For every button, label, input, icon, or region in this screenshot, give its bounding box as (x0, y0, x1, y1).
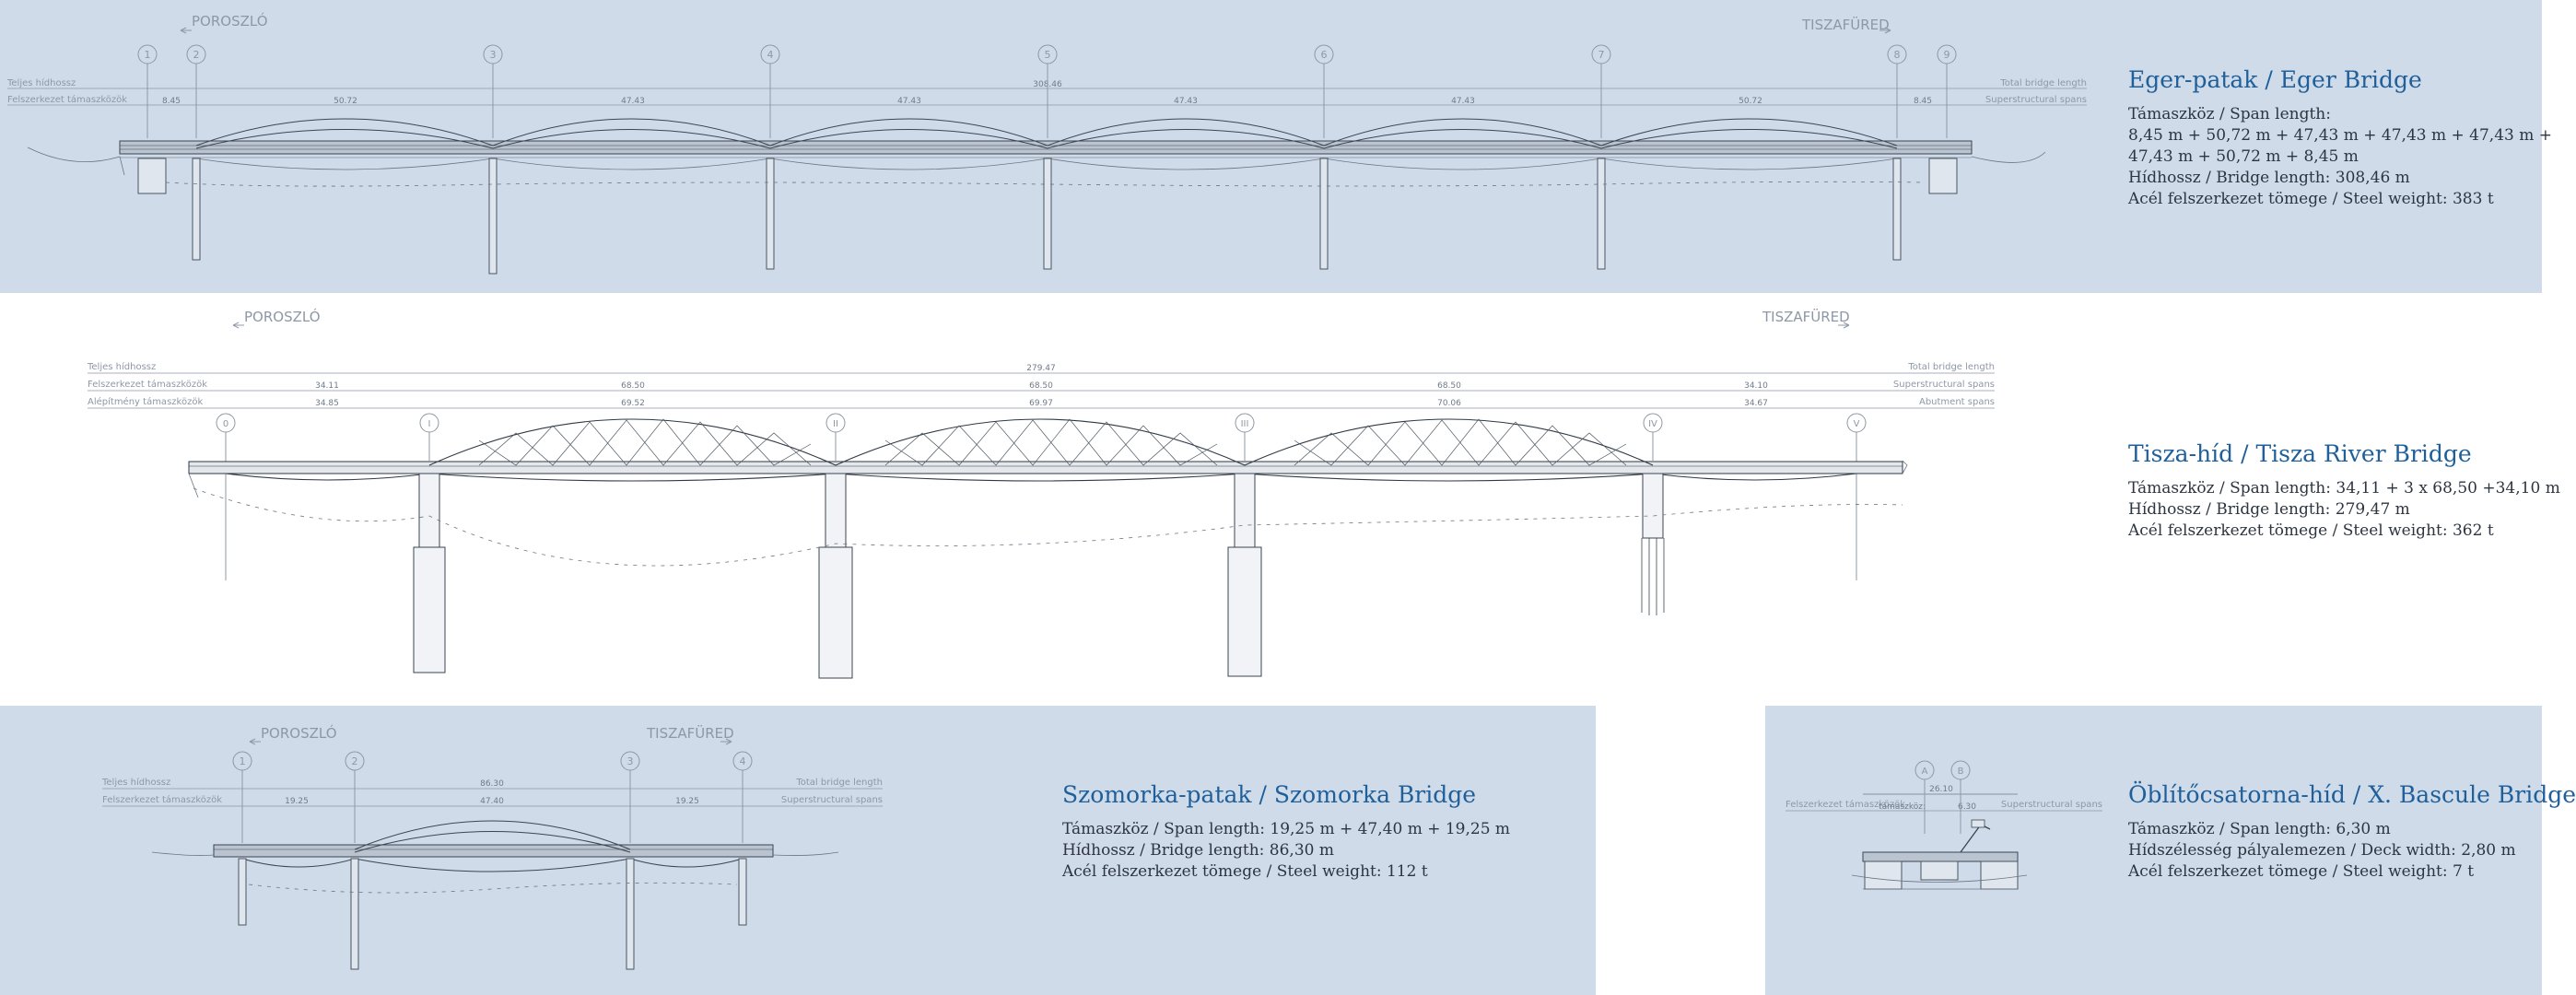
tisza-support-number: III (1241, 419, 1249, 429)
szomorka-bridge-length: Hídhossz / Bridge length: 86,30 m (1062, 841, 1334, 860)
eger-span-label: 50.72 (334, 97, 357, 106)
szomorka-span-length: Támaszköz / Span length: 19,25 m + 47,40… (1062, 820, 1511, 838)
eger-support-number: 2 (193, 49, 200, 61)
bascule-steel-weight: Acél felszerkezet tömege / Steel weight:… (2128, 862, 2475, 881)
eger-span-label: 47.43 (897, 97, 921, 106)
szomorka-support-number: 1 (240, 755, 246, 767)
bascule-row-label-en: Superstructural spans (2001, 800, 2102, 810)
tisza-support-number: V (1854, 419, 1860, 429)
tisza-row-label-sub: Alépítmény támaszközök (88, 396, 203, 407)
szomorka-title: Szomorka-patak / Szomorka Bridge (1062, 781, 1477, 808)
tisza-row-label-super: Felszerkezet támaszközök (88, 379, 207, 390)
tisza-support-number: IV (1648, 419, 1657, 429)
szomorka-steel-weight: Acél felszerkezet tömege / Steel weight:… (1062, 862, 1428, 881)
bascule-total-length: 26.10 (1929, 785, 1953, 794)
eger-elevation: POROSZLÓ TISZAFÜRED Teljes hídhossz Fels… (6, 12, 2087, 275)
eger-span-values-cont: 47,43 m + 50,72 m + 8,45 m (2128, 147, 2359, 166)
tisza-elevation: POROSZLÓ TISZAFÜRED Teljes hídhossz Fels… (87, 308, 1995, 679)
eger-span-label: 8.45 (1914, 97, 1932, 106)
tisza-span-super: 68.50 (621, 381, 645, 391)
tisza-span-sub: 70.06 (1437, 399, 1461, 408)
eger-direction-right: TISZAFÜRED (1801, 16, 1890, 33)
eger-span-label: 47.43 (1174, 97, 1198, 106)
tisza-direction-left: POROSZLÓ (244, 308, 321, 325)
eger-support-number: 9 (1944, 49, 1950, 61)
bascule-span-length: 6.30 (1958, 802, 1976, 812)
tisza-support-number: 0 (223, 419, 228, 429)
eger-span-label: 50.72 (1739, 97, 1762, 106)
eger-row-label-total: Teljes hídhossz (6, 77, 76, 88)
szomorka-support-number: 3 (627, 755, 634, 767)
tisza-span-sub: 34.67 (1744, 399, 1768, 408)
szomorka-info: Szomorka-patak / Szomorka Bridge Támaszk… (1062, 781, 1510, 883)
tisza-support-number: I (428, 419, 431, 429)
szomorka-span-label: 19.25 (675, 797, 699, 806)
eger-support-number: 5 (1045, 49, 1051, 61)
bascule-info: Öblítőcsatorna-híd / X. Bascule Bridge T… (2128, 781, 2576, 883)
eger-span-label: 47.43 (621, 97, 645, 106)
szomorka-row-label-spans: Felszerkezet támaszközök (102, 794, 222, 805)
tisza-info: Tisza-híd / Tisza River Bridge Támaszköz… (2128, 440, 2560, 542)
tisza-direction-right: TISZAFÜRED (1762, 308, 1850, 325)
szomorka-row-label-total: Teljes hídhossz (101, 777, 170, 788)
szomorka-row-label-spans-en: Superstructural spans (781, 795, 883, 805)
eger-span-label: 47.43 (1451, 97, 1475, 106)
tisza-row-label-sub-en: Abutment spans (1919, 397, 1995, 407)
eger-row-label-spans: Felszerkezet támaszközök (7, 94, 127, 105)
bascule-bridge-panel (1765, 706, 2542, 995)
bascule-support-letter: A (1922, 767, 1928, 777)
tisza-total-length: 279.47 (1026, 364, 1056, 373)
tisza-title: Tisza-híd / Tisza River Bridge (2128, 440, 2472, 467)
eger-direction-left: POROSZLÓ (192, 12, 268, 29)
bascule-title: Öblítőcsatorna-híd / X. Bascule Bridge (2128, 781, 2576, 808)
bascule-deck-width: Hídszélesség pályalemezen / Deck width: … (2128, 841, 2516, 860)
szomorka-span-label: 47.40 (480, 797, 504, 806)
eger-title: Eger-patak / Eger Bridge (2128, 66, 2422, 93)
szomorka-row-label-total-en: Total bridge length (795, 778, 883, 788)
tisza-span-super: 68.50 (1029, 381, 1053, 391)
eger-span-heading: Támaszköz / Span length: (2128, 105, 2331, 123)
eger-support-number: 1 (145, 49, 151, 61)
tisza-span-sub: 69.52 (621, 399, 645, 408)
eger-bridge-length: Hídhossz / Bridge length: 308,46 m (2128, 169, 2410, 187)
eger-support-number: 8 (1894, 49, 1901, 61)
tisza-span-super: 68.50 (1437, 381, 1461, 391)
szomorka-elevation: POROSZLÓ TISZAFÜRED Teljes hídhossz Fels… (101, 724, 883, 970)
tisza-span-length: Támaszköz / Span length: 34,11 + 3 x 68,… (2128, 479, 2560, 498)
tisza-span-super: 34.11 (315, 381, 339, 391)
tisza-span-super: 34.10 (1744, 381, 1768, 391)
bascule-span-length: Támaszköz / Span length: 6,30 m (2128, 820, 2391, 838)
bascule-elevation: Felszerkezet támaszközök Superstructural… (1786, 760, 2102, 890)
eger-row-label-spans-en: Superstructural spans (1985, 95, 2087, 105)
szomorka-direction-right: TISZAFÜRED (646, 724, 734, 742)
szomorka-direction-left: POROSZLÓ (261, 724, 337, 742)
eger-row-label-total-en: Total bridge length (1999, 78, 2087, 88)
szomorka-support-number: 4 (740, 755, 746, 767)
eger-support-number: 6 (1321, 49, 1328, 61)
szomorka-support-number: 2 (352, 755, 358, 767)
tisza-support-number: II (833, 419, 838, 429)
tisza-span-sub: 34.85 (315, 399, 339, 408)
eger-support-number: 4 (767, 49, 774, 61)
tisza-row-label-total: Teljes hídhossz (87, 361, 156, 372)
eger-steel-weight: Acél felszerkezet tömege / Steel weight:… (2128, 190, 2494, 208)
tisza-steel-weight: Acél felszerkezet tömege / Steel weight:… (2128, 521, 2494, 540)
tisza-row-label-super-en: Superstructural spans (1893, 380, 1995, 390)
bascule-support-letter: B (1958, 767, 1964, 777)
tisza-bridge-length: Hídhossz / Bridge length: 279,47 m (2128, 500, 2410, 519)
eger-support-number: 7 (1598, 49, 1605, 61)
bascule-span-prefix: támaszköz: (1879, 802, 1926, 812)
tisza-span-sub: 69.97 (1029, 399, 1053, 408)
szomorka-span-label: 19.25 (285, 797, 309, 806)
eger-info: Eger-patak / Eger Bridge Támaszköz / Spa… (2128, 66, 2552, 210)
eger-span-values: 8,45 m + 50,72 m + 47,43 m + 47,43 m + 4… (2128, 126, 2552, 145)
tisza-row-label-total-en: Total bridge length (1907, 362, 1995, 372)
eger-support-number: 3 (490, 49, 497, 61)
bascule-row-label: Felszerkezet támaszközök (1786, 799, 1905, 810)
eger-span-label: 8.45 (162, 97, 181, 106)
szomorka-total-length: 86.30 (480, 779, 504, 789)
